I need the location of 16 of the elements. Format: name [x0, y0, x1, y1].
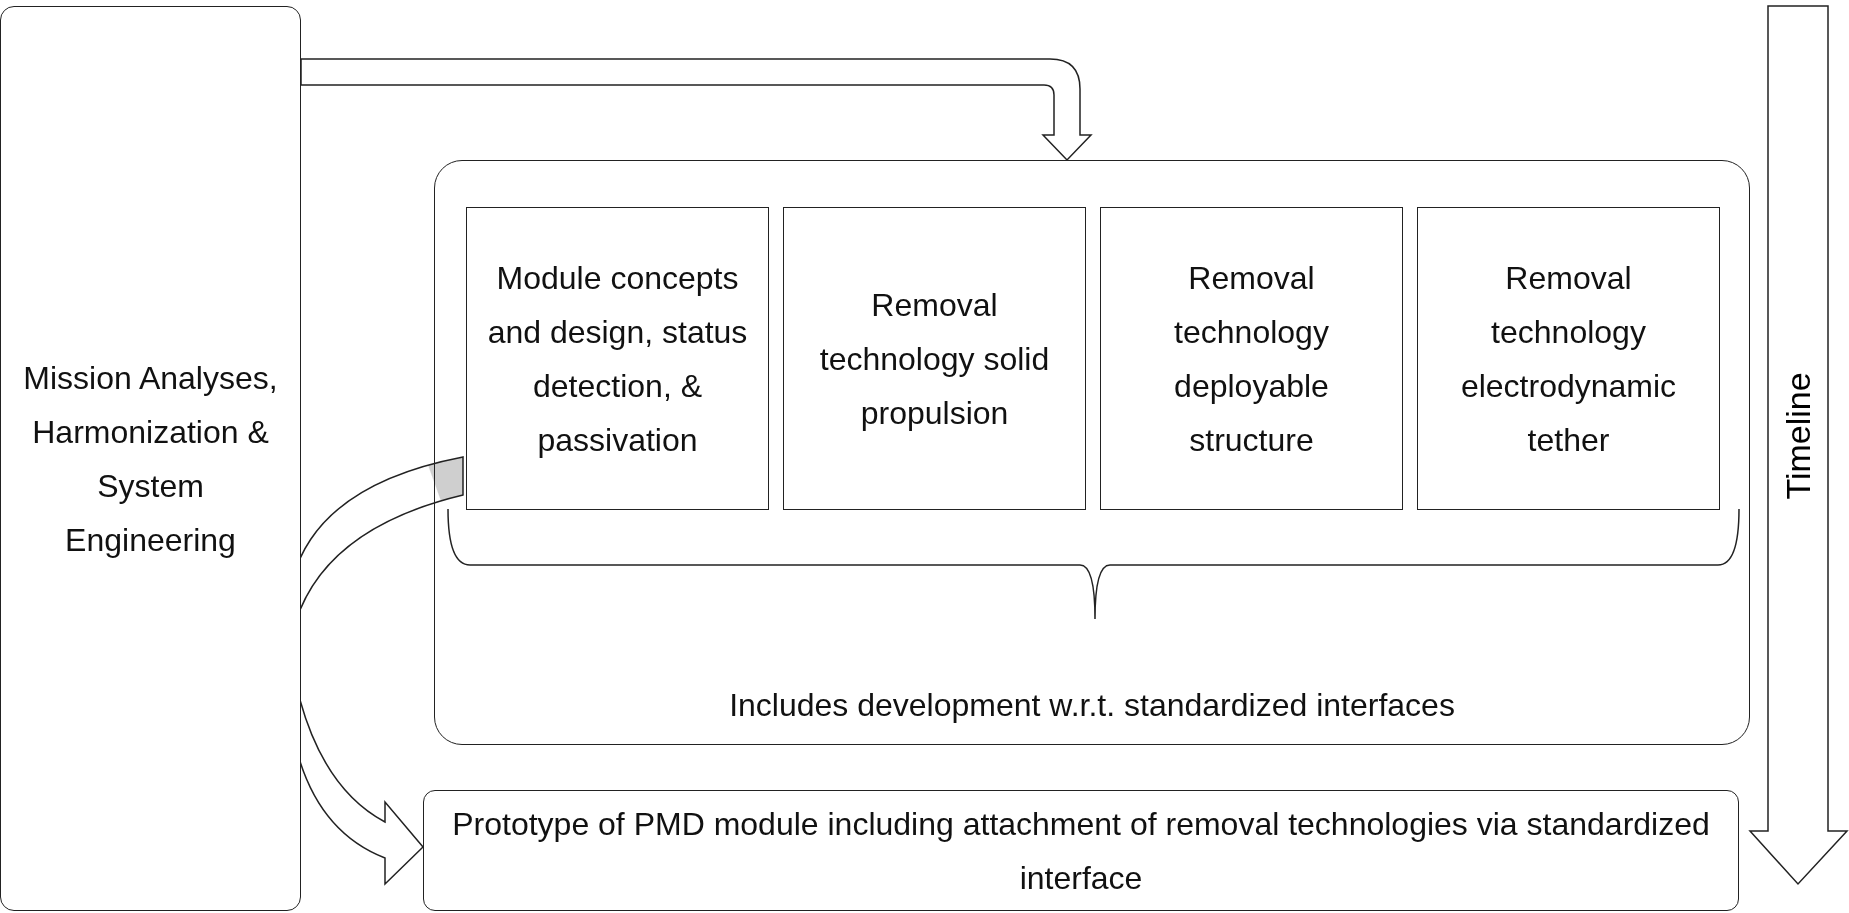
timeline-label: Timeline: [1778, 372, 1818, 500]
process-box: [466, 207, 769, 510]
process-box: [0, 6, 301, 911]
group-panel: [434, 160, 1750, 745]
box-text: Mission Analyses, Harmonization & System Engineering: [22, 358, 279, 560]
process-box: [1100, 207, 1403, 510]
box-text: Removal technology electrodynamic tether: [1459, 258, 1678, 460]
box-text: Module concepts and design, status detection, & passivation: [486, 258, 749, 460]
box-text: Removal technology deployable structure: [1173, 258, 1330, 460]
process-box: [783, 207, 1086, 510]
process-box: [1417, 207, 1720, 510]
process-box: [423, 790, 1739, 911]
box-text: Removal technology solid propulsion: [818, 285, 1051, 433]
block-arrow: [300, 58, 1092, 161]
box-text: Includes development w.r.t. standardized interfaces: [728, 686, 1456, 725]
box-text: Prototype of PMD module including attachment of removal technologies via standardized interface: [451, 804, 1711, 898]
